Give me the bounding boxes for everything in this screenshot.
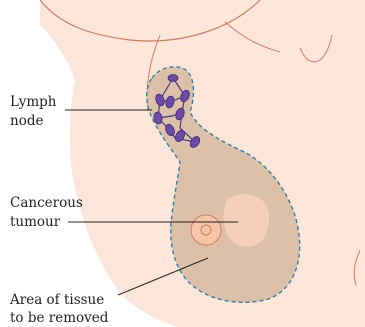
tumour-label-line2: tumour xyxy=(10,214,60,231)
tissue-label-line2: to be removed xyxy=(10,310,108,327)
lymph-node-label-line2: node xyxy=(10,113,43,130)
areola xyxy=(191,215,221,245)
lymph-node-label-line1: Lymph xyxy=(10,94,57,111)
tissue-label-line1: Area of tissue xyxy=(10,292,104,309)
lymph-node xyxy=(168,75,178,82)
cancerous-tumour xyxy=(224,194,269,246)
tumour-label-line1: Cancerous xyxy=(10,195,83,212)
